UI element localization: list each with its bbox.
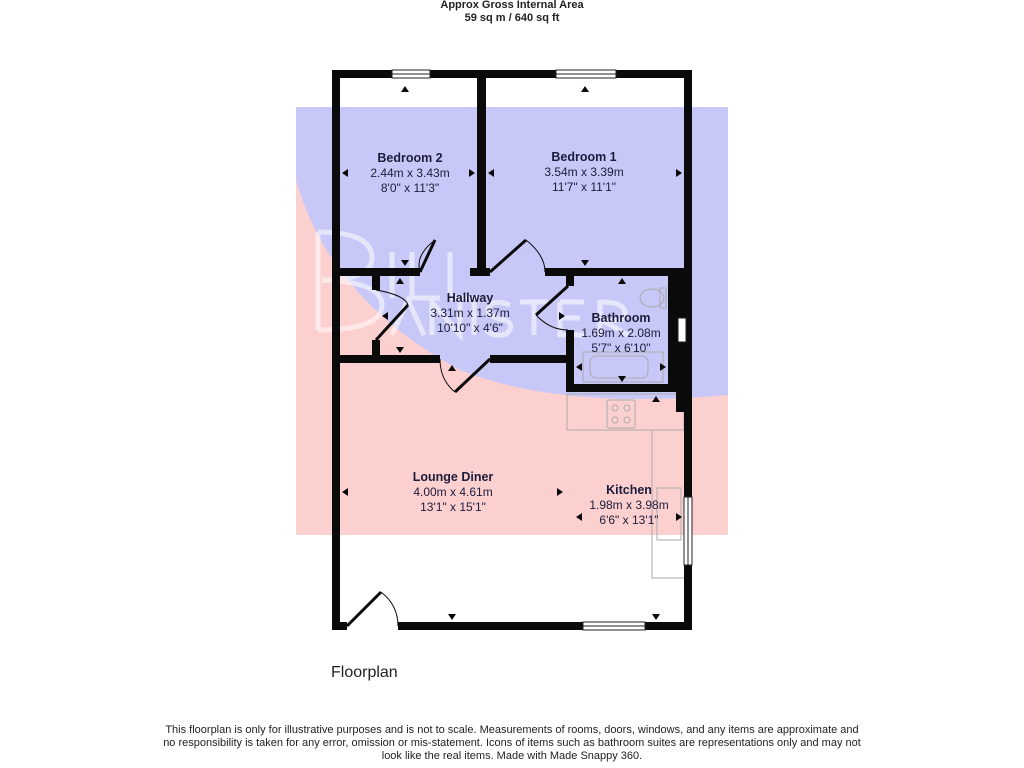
walls [332,70,692,630]
room-bedroom-1: Bedroom 1 3.54m x 3.39m 11'7" x 11'1" [544,150,623,195]
room-kitchen: Kitchen 1.98m x 3.98m 6'6" x 13'1" [589,483,668,528]
toilet-icon [639,288,665,308]
room-bedroom-2: Bedroom 2 2.44m x 3.43m 8'0" x 11'3" [370,151,449,196]
room-metric: 2.44m x 3.43m [370,166,450,180]
floor-label: Floorplan [331,664,398,681]
room-metric: 4.00m x 4.61m [413,485,493,499]
room-imperial: 13'1" x 15'1" [420,500,486,514]
dimension-markers [342,86,682,620]
room-imperial: 11'7" x 11'1" [551,180,617,194]
room-hallway: Hallway 3.31m x 1.37m 10'10" x 4'6" [430,291,509,336]
room-imperial: 5'7" x 6'10" [591,341,651,355]
room-name: Kitchen [606,483,652,497]
room-metric: 3.54m x 3.39m [544,165,624,179]
doors [345,238,570,628]
sink-icon [656,487,682,541]
room-metric: 1.98m x 3.98m [589,498,669,512]
room-imperial: 10'10" x 4'6" [437,321,503,335]
room-name: Bedroom 1 [551,150,617,164]
room-imperial: 6'6" x 13'1" [599,513,659,527]
windows [391,69,693,631]
room-imperial: 8'0" x 11'3" [380,181,440,195]
room-name: Bedroom 2 [377,151,443,165]
hob-icon [606,399,636,429]
watermark-logo [296,107,728,535]
room-lounge-diner: Lounge Diner 4.00m x 4.61m 13'1" x 15'1" [413,470,494,515]
room-name: Hallway [446,291,494,305]
area-title: Approx Gross Internal Area [440,0,584,11]
room-name: Bathroom [591,311,651,325]
area-value: 59 sq m / 640 sq ft [464,12,560,24]
room-bathroom: Bathroom 1.69m x 2.08m 5'7" x 6'10" [581,311,660,356]
disclaimer: This floorplan is only for illustrative … [163,724,861,762]
room-name: Lounge Diner [412,470,494,484]
room-metric: 3.31m x 1.37m [430,306,510,320]
room-metric: 1.69m x 2.08m [581,326,661,340]
